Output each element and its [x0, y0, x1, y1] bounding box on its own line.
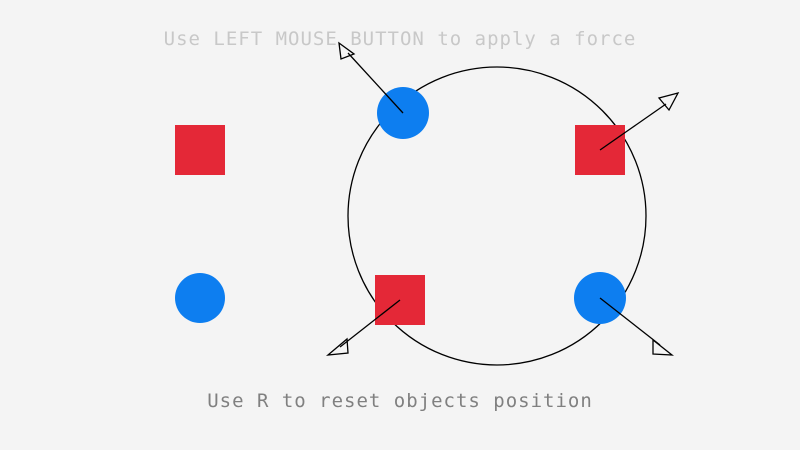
force-vector-arrowhead — [325, 337, 349, 356]
hint-apply-force: Use LEFT MOUSE BUTTON to apply a force — [163, 28, 637, 50]
force-vector-square-top-right — [599, 91, 680, 151]
body-circle-bottom-left[interactable] — [175, 273, 225, 323]
force-vector-arrowhead — [338, 41, 356, 60]
hint-reset-objects: Use R to reset objects position — [207, 390, 593, 412]
body-square-top-left[interactable] — [175, 125, 225, 175]
force-vector-circle-bottom-right — [599, 297, 675, 356]
force-vector-shaft — [599, 103, 667, 151]
force-vector-square-bottom — [325, 299, 401, 356]
force-vector-shaft — [347, 52, 404, 114]
force-vector-shaft — [339, 299, 401, 348]
constraint-circle — [347, 66, 647, 366]
force-vector-shaft — [599, 297, 661, 346]
force-vector-arrowhead — [657, 91, 680, 112]
force-vector-arrowhead — [652, 338, 675, 356]
force-vector-circle-top — [338, 41, 404, 114]
